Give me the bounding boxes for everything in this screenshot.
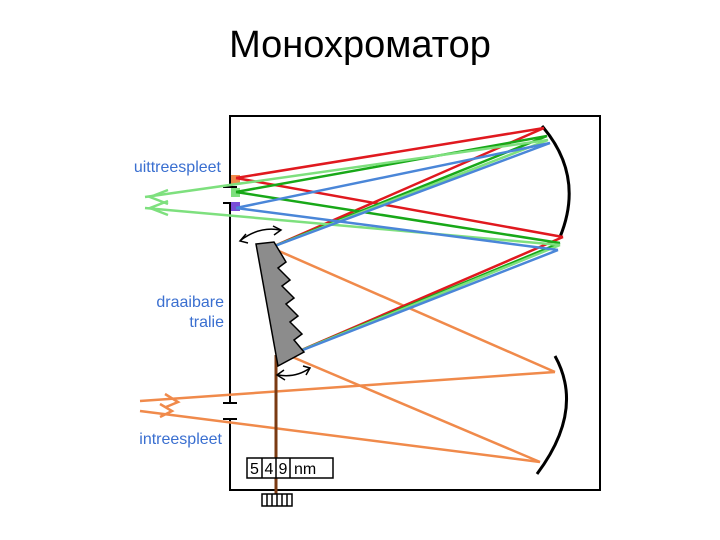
grating-label-line1: draaibare	[156, 294, 224, 311]
focusing-mirror	[535, 355, 568, 475]
entrance-slit-gap	[228, 404, 232, 418]
housing-box	[229, 115, 601, 491]
grating-label-line2: tralie	[189, 314, 224, 331]
exit-patch-green	[231, 188, 240, 197]
counter-unit: nm	[294, 461, 316, 478]
entrance-slit-jaws	[223, 402, 237, 420]
entrance-slit-label: intreespleet	[139, 431, 222, 448]
counter-digit-2: 4	[265, 461, 274, 478]
collimating-mirror	[540, 125, 571, 238]
orange-rays	[139, 246, 556, 464]
wavelength-counter: 5 4 9 nm	[246, 457, 334, 479]
adjustment-knob[interactable]	[261, 493, 293, 507]
exit-slit-label: uittreespleet	[134, 159, 222, 176]
rotation-arrow-bottom	[275, 365, 312, 381]
counter-digit-3: 9	[279, 461, 288, 478]
exit-patch-purple	[231, 202, 240, 211]
slide-title: Монохроматор	[229, 24, 491, 66]
exit-slit-gap	[228, 188, 232, 202]
blue-rays	[235, 141, 559, 357]
rotating-grating	[255, 241, 306, 368]
counter-digit-1: 5	[250, 461, 259, 478]
exit-patch-orange	[231, 175, 240, 184]
rotation-arrow-top	[238, 225, 283, 244]
